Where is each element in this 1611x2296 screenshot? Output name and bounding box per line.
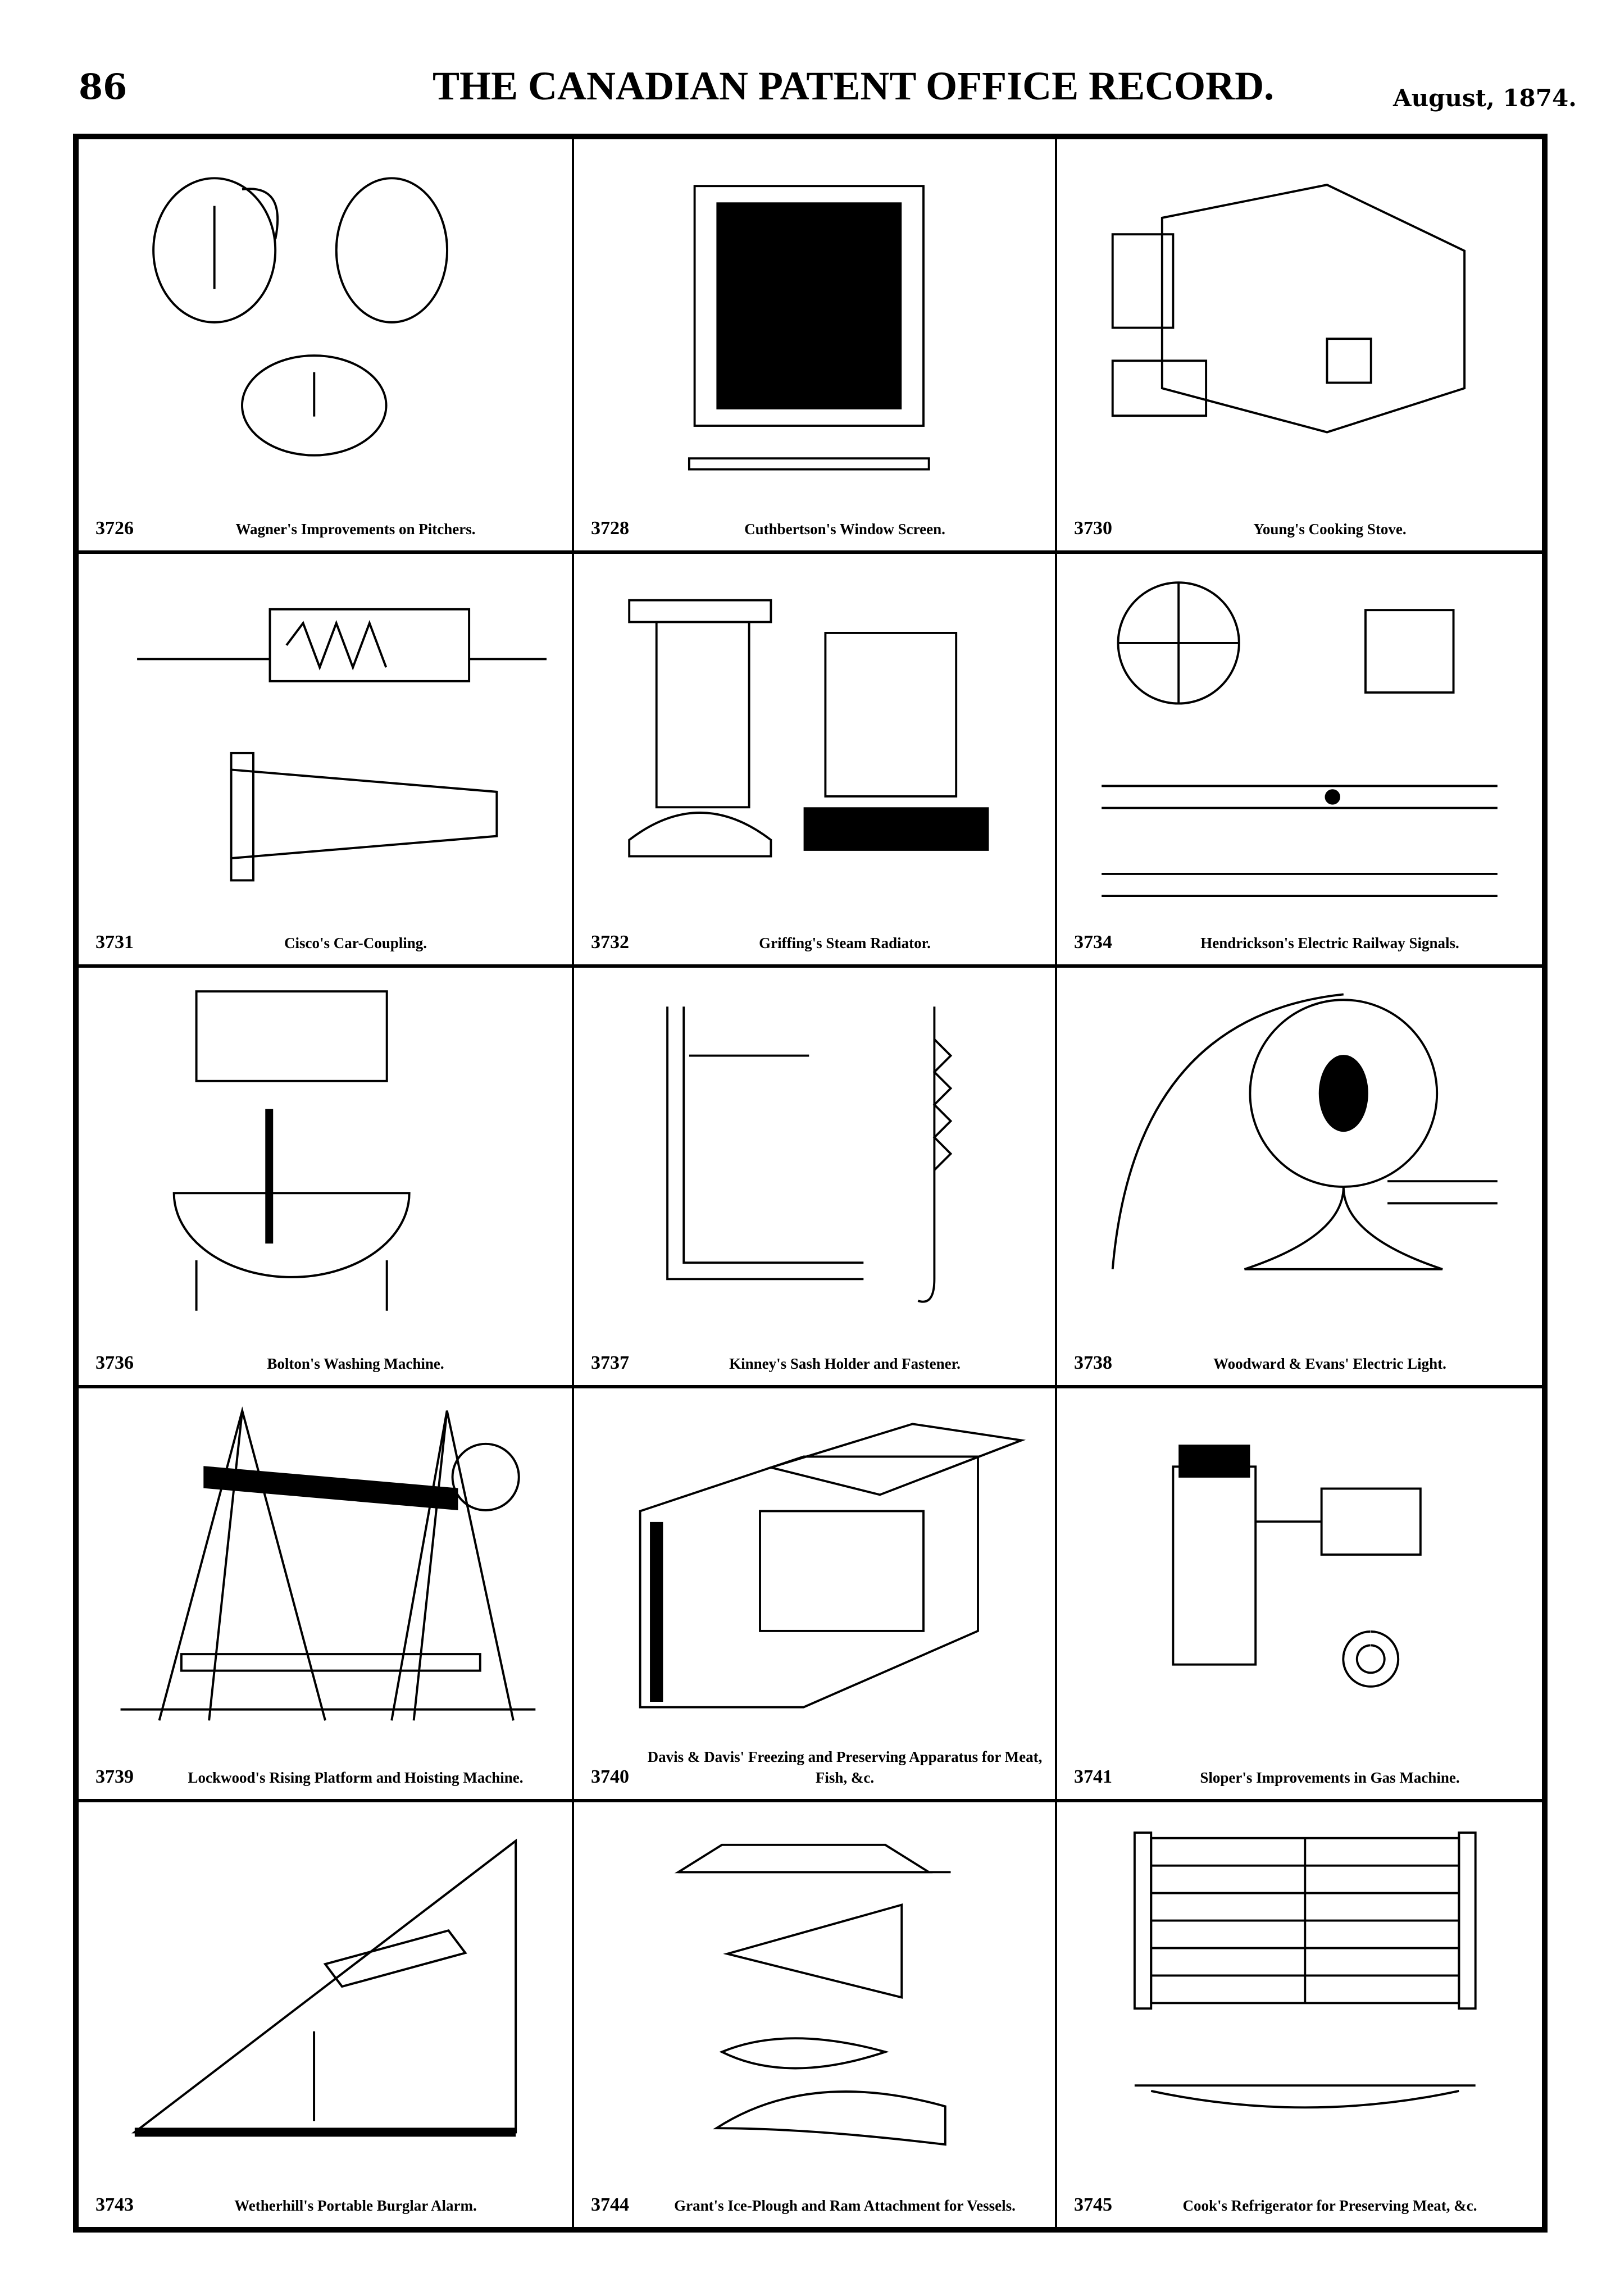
plough-illustration bbox=[597, 1814, 1032, 2160]
patent-number: 3741 bbox=[1074, 1766, 1112, 1787]
patent-cell-3728: 3728 Cuthbertson's Window Screen. bbox=[574, 139, 1057, 554]
patent-caption: Grant's Ice-Plough and Ram Attachment fo… bbox=[674, 2197, 1016, 2214]
patent-cell-3734: 3734 Hendrickson's Electric Railway Signa… bbox=[1057, 554, 1542, 968]
patent-number: 3731 bbox=[95, 932, 134, 953]
patent-cell-3737: 3737 Kinney's Sash Holder and Fastener. bbox=[574, 968, 1057, 1388]
patent-cell-3731: 3731 Cisco's Car-Coupling. bbox=[79, 554, 574, 968]
patent-number: 3744 bbox=[591, 2194, 629, 2215]
patent-illustrations-grid: 3726 Wagner's Improvements on Pitchers. 3… bbox=[73, 134, 1548, 2233]
pitcher-illustration bbox=[101, 151, 549, 483]
refrigerator-illustration bbox=[1080, 1814, 1519, 2160]
patent-cell-3743: 3743 Wetherhill's Portable Burglar Alarm. bbox=[79, 1802, 574, 2227]
patent-caption: Bolton's Washing Machine. bbox=[267, 1355, 444, 1372]
patent-caption: Woodward & Evans' Electric Light. bbox=[1213, 1355, 1446, 1372]
patent-cell-3740: 3740 Davis & Davis' Freezing and Preservi… bbox=[574, 1388, 1057, 1802]
patent-number: 3726 bbox=[95, 518, 134, 539]
patent-cell-3730: 3730 Young's Cooking Stove. bbox=[1057, 139, 1542, 554]
patent-cell-3744: 3744 Grant's Ice-Plough and Ram Attachmen… bbox=[574, 1802, 1057, 2227]
patent-caption: Hendrickson's Electric Railway Signals. bbox=[1200, 934, 1459, 951]
patent-caption: Cuthbertson's Window Screen. bbox=[744, 520, 945, 537]
patent-cell-3745: 3745 Cook's Refrigerator for Preserving M… bbox=[1057, 1802, 1542, 2227]
patent-number: 3734 bbox=[1074, 932, 1112, 953]
gas-illustration bbox=[1080, 1400, 1519, 1732]
patent-cell-3741: 3741 Sloper's Improvements in Gas Machine… bbox=[1057, 1388, 1542, 1802]
patent-number: 3738 bbox=[1074, 1352, 1112, 1373]
light-illustration bbox=[1080, 979, 1519, 1318]
patent-number: 3732 bbox=[591, 932, 629, 953]
patent-caption: Davis & Davis' Freezing and Preserving A… bbox=[647, 1748, 1043, 1786]
patent-cell-3726: 3726 Wagner's Improvements on Pitchers. bbox=[79, 139, 574, 554]
patent-number: 3740 bbox=[591, 1766, 629, 1787]
page-number: 86 bbox=[79, 66, 128, 107]
patent-cell-3736: 3736 Bolton's Washing Machine. bbox=[79, 968, 574, 1388]
alarm-illustration bbox=[101, 1814, 549, 2160]
freezer-illustration bbox=[597, 1400, 1032, 1732]
patent-number: 3728 bbox=[591, 518, 629, 539]
patent-number: 3730 bbox=[1074, 518, 1112, 539]
patent-caption: Kinney's Sash Holder and Fastener. bbox=[729, 1355, 961, 1372]
patent-caption: Young's Cooking Stove. bbox=[1253, 520, 1407, 537]
patent-caption: Cisco's Car-Coupling. bbox=[284, 934, 427, 951]
sash-illustration bbox=[597, 979, 1032, 1318]
signals-illustration bbox=[1080, 565, 1519, 898]
patent-cell-3732: 3732 Griffing's Steam Radiator. bbox=[574, 554, 1057, 968]
patent-caption: Griffing's Steam Radiator. bbox=[759, 934, 931, 951]
patent-cell-3739: 3739 Lockwood's Rising Platform and Hoist… bbox=[79, 1388, 574, 1802]
patent-caption: Sloper's Improvements in Gas Machine. bbox=[1200, 1769, 1460, 1786]
patent-caption: Lockwood's Rising Platform and Hoisting … bbox=[188, 1769, 524, 1786]
radiator-illustration bbox=[597, 565, 1032, 897]
patent-number: 3737 bbox=[591, 1352, 629, 1373]
coupling-illustration bbox=[101, 565, 549, 897]
publication-title: THE CANADIAN PATENT OFFICE RECORD. bbox=[433, 63, 1275, 108]
patent-number: 3739 bbox=[95, 1766, 134, 1787]
washer-illustration bbox=[101, 979, 549, 1318]
issue-date: August, 1874. bbox=[1393, 84, 1577, 112]
patent-number: 3736 bbox=[95, 1352, 134, 1373]
patent-cell-3738: 3738 Woodward & Evans' Electric Light. bbox=[1057, 968, 1542, 1388]
screen-illustration bbox=[597, 151, 1032, 483]
platform-illustration bbox=[101, 1400, 549, 1732]
patent-caption: Wetherhill's Portable Burglar Alarm. bbox=[234, 2197, 477, 2214]
stove-illustration bbox=[1080, 151, 1519, 483]
patent-caption: Wagner's Improvements on Pitchers. bbox=[235, 520, 476, 537]
patent-caption: Cook's Refrigerator for Preserving Meat,… bbox=[1182, 2197, 1477, 2214]
patent-number: 3745 bbox=[1074, 2194, 1112, 2215]
patent-number: 3743 bbox=[95, 2194, 134, 2215]
